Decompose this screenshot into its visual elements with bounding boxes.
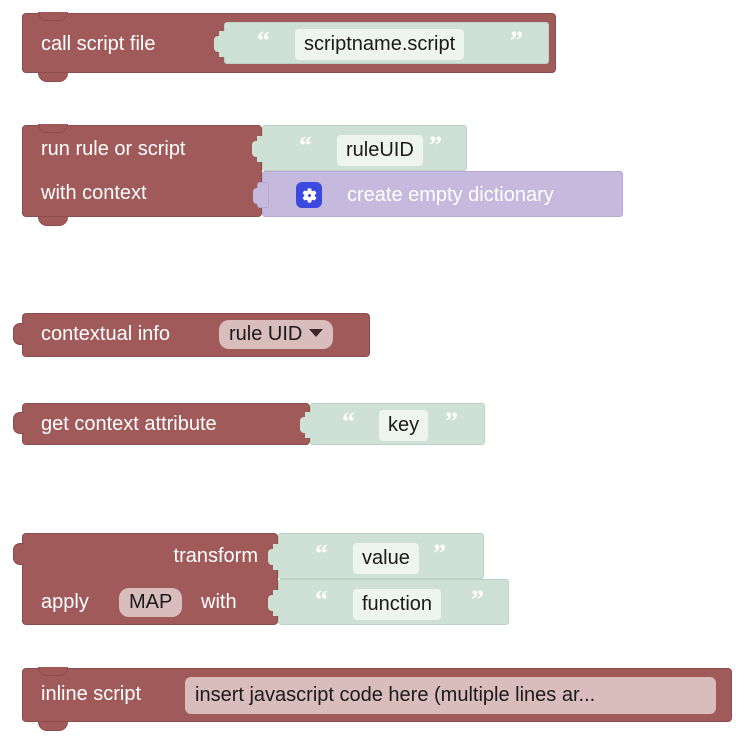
rule-uid-field[interactable]: ruleUID — [337, 135, 423, 166]
close-quote-glyph: ” — [445, 407, 458, 436]
string-value-block[interactable]: “ scriptname.script ” — [214, 22, 549, 64]
value-socket — [214, 31, 231, 57]
open-quote-glyph: “ — [342, 407, 355, 436]
block-label: get context attribute — [41, 413, 217, 435]
previous-connection-notch — [38, 124, 68, 133]
inline-script-code-field[interactable]: insert javascript code here (multiple li… — [185, 677, 716, 714]
function-field[interactable]: function — [353, 589, 442, 620]
script-name-field[interactable]: scriptname.script — [295, 29, 465, 60]
close-quote-glyph: ” — [471, 585, 484, 614]
string-value-block[interactable]: “ key ” — [300, 403, 485, 445]
previous-connection-notch — [38, 667, 68, 676]
output-connection-plug — [13, 543, 26, 565]
block-label: call script file — [41, 33, 156, 55]
chevron-down-icon — [309, 329, 324, 337]
transform-type-dropdown[interactable]: MAP — [119, 588, 183, 617]
next-connection-notch — [38, 217, 68, 226]
close-quote-glyph: ” — [429, 131, 442, 160]
block-label: contextual info — [41, 323, 170, 345]
value-socket — [300, 412, 317, 438]
open-quote-glyph: “ — [315, 585, 328, 614]
output-connection-plug — [13, 412, 26, 434]
previous-connection-notch — [38, 12, 68, 21]
open-quote-glyph: “ — [299, 131, 312, 160]
gear-icon[interactable] — [296, 182, 322, 208]
block-label-row1: run rule or script — [41, 138, 186, 160]
block-label-transform: transform — [173, 545, 258, 567]
next-connection-notch — [38, 73, 68, 82]
string-value-block-value[interactable]: “ value ” — [268, 533, 484, 579]
block-label: inline script — [41, 683, 142, 705]
value-socket — [268, 544, 285, 570]
block-label-with: with — [201, 591, 237, 613]
close-quote-glyph: ” — [510, 26, 523, 55]
key-field[interactable]: key — [379, 410, 429, 441]
value-socket — [252, 136, 269, 162]
contextual-info-dropdown[interactable]: rule UID — [219, 320, 334, 349]
block-label-apply: apply — [41, 591, 89, 613]
value-socket — [268, 590, 285, 616]
string-value-block[interactable]: “ ruleUID ” — [252, 125, 467, 171]
value-field[interactable]: value — [353, 543, 419, 574]
string-value-block-function[interactable]: “ function ” — [268, 579, 509, 625]
dropdown-selected-value: rule UID — [229, 323, 303, 345]
close-quote-glyph: ” — [433, 539, 446, 568]
value-socket — [253, 182, 269, 208]
open-quote-glyph: “ — [257, 26, 270, 55]
open-quote-glyph: “ — [315, 539, 328, 568]
block-body[interactable] — [22, 403, 310, 445]
block-body[interactable] — [22, 125, 262, 217]
dictionary-value-block[interactable]: create empty dictionary — [253, 171, 623, 217]
next-connection-notch — [38, 722, 68, 731]
block-label-row2: with context — [41, 182, 147, 204]
dictionary-label: create empty dictionary — [347, 184, 554, 206]
output-connection-plug — [13, 323, 26, 345]
